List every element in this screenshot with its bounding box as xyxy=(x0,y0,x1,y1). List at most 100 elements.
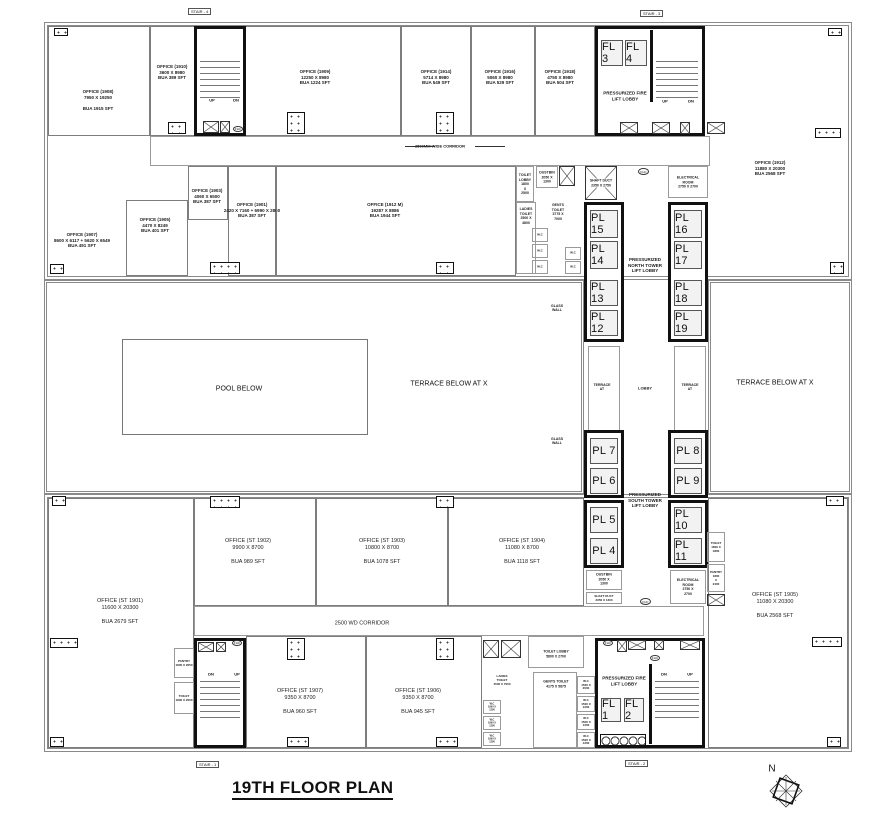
office-1912-east-label: OFFICE (1912) 11880 X 20300 BUA 2568 SFT xyxy=(754,159,786,176)
office-1918 xyxy=(535,26,595,136)
shaft xyxy=(680,640,700,650)
toilet-lobby-north xyxy=(516,166,534,202)
office-1905 xyxy=(126,200,188,276)
stair-2-dn: DN xyxy=(661,671,667,677)
stair-3-flight xyxy=(656,56,698,98)
fhc-tag: FHC xyxy=(603,640,613,646)
shaft xyxy=(483,640,499,658)
shaft-duct-south xyxy=(586,592,622,604)
lift-pl11: PL 11 xyxy=(674,538,702,564)
lift-pl17: PL 17 xyxy=(674,241,702,269)
column xyxy=(436,262,454,274)
shaft xyxy=(559,166,575,186)
terrace-small-right-label: TERRACE AT xyxy=(681,383,699,391)
shaft xyxy=(680,122,690,134)
lift-pl4: PL 4 xyxy=(590,538,618,564)
north-lift-lobby-label: PRESSURIZED NORTH TOWER LIFT LOBBY xyxy=(628,256,662,273)
office-st1906-label: OFFICE (ST 1906) 9350 X 8700 BUA 945 SFT xyxy=(394,688,442,715)
stair-4-dn: DN xyxy=(233,97,239,103)
lift-pl15: PL 15 xyxy=(590,210,618,238)
lobby-label: LOBBY xyxy=(638,385,652,391)
column xyxy=(830,262,844,274)
shaft-duct-north-label: SHAFT DUCT 2350 X 2750 xyxy=(589,178,613,188)
lift-pl14: PL 14 xyxy=(590,241,618,269)
office-1905-label: OFFICE (1905) 4470 X 8249 BUA 401 SFT xyxy=(139,216,171,233)
stair-4-up: UP xyxy=(209,97,215,103)
wc-label: W.C 1500 X 1200 xyxy=(581,715,591,727)
column xyxy=(436,638,454,660)
fhc-tag: FHC xyxy=(650,655,660,661)
shaft xyxy=(501,640,521,658)
office-st1906 xyxy=(366,636,482,748)
fhc-tag: FHC xyxy=(640,598,651,605)
toilet-east xyxy=(707,532,725,562)
lift-pl8: PL 8 xyxy=(674,438,702,464)
office-1903 xyxy=(188,166,228,220)
dustbin-south xyxy=(586,570,622,590)
column xyxy=(287,737,309,747)
column xyxy=(210,496,240,508)
shaft xyxy=(620,122,638,134)
lift-pl10: PL 10 xyxy=(674,507,702,533)
north-corridor xyxy=(150,136,710,166)
fire-lift-lobby-north: PRESSURIZED FIRE LIFT LOBBY xyxy=(603,90,647,102)
glass-wall-label: GLASS WALL xyxy=(550,437,564,445)
toilet-lobby-south-label: TOILET LOBBY 5800 X 2700 xyxy=(543,649,569,659)
fhc-tag: FHC xyxy=(232,640,242,646)
wc-label: W.C 1500 X 2000 xyxy=(581,678,591,690)
electrical-room-south xyxy=(670,570,706,604)
toilet-west xyxy=(174,682,194,714)
gents-toilet-south-label: GENTS TOILET 4175 X 5875 xyxy=(543,679,569,689)
shaft xyxy=(707,594,725,606)
pantry-east-label: PANTRY 1800 X 2400 xyxy=(710,570,722,586)
wc xyxy=(577,732,595,748)
terrace-left xyxy=(44,280,584,494)
toilet-west-label: TOILET 1800 X 2000 xyxy=(175,694,193,702)
corridor-arrow-left xyxy=(405,146,435,147)
column xyxy=(815,128,841,138)
office-1918-label: OFFICE (1918) 4750 X 8980 BUA 504 SFT xyxy=(544,68,576,85)
shaft-duct-south-label: SHAFT DUCT 2350 X 1300 xyxy=(594,594,614,602)
stair-3-divider xyxy=(650,30,653,102)
toilet-lobby-south xyxy=(528,636,584,668)
shaft xyxy=(628,640,646,650)
office-st1905-label: OFFICE (ST 1905) 11080 X 20300 BUA 2568 … xyxy=(751,592,799,619)
wc xyxy=(577,696,595,712)
stair-1-tag: STAIR - 1 xyxy=(196,761,220,768)
lift-pl13: PL 13 xyxy=(590,280,618,306)
office-1910-label: OFFICE (1910) 3600 X 8980 BUA 389 SFT xyxy=(156,63,188,80)
stair-2-tag: STAIR - 2 xyxy=(625,760,649,767)
dustbin-north-label: DUSTBIN 2050 X 1300 xyxy=(539,170,555,184)
office-st1907-label: OFFICE (ST 1907) 9350 X 8700 BUA 960 SFT xyxy=(276,688,324,715)
office-1909-label: OFFICE (1909) 12250 X 8980 BUA 1224 SFT xyxy=(299,68,331,85)
column xyxy=(52,496,66,506)
ladies-toilet-north-label: LADIES TOILET 2500 X 4800 xyxy=(519,207,533,225)
stair-1-up: UP xyxy=(234,671,240,677)
office-st1901-label: OFFICE (ST 1901) 11600 X 20300 BUA 2679 … xyxy=(96,598,144,625)
electrical-room-north-label: ELECTRICAL ROOM 2750 X 2700 xyxy=(676,175,700,189)
office-st1903 xyxy=(316,498,448,606)
stair-3-dn: DN xyxy=(688,98,694,104)
wc-label: W.C 1800 X 1200 xyxy=(488,718,496,728)
north-block-outline xyxy=(44,22,852,280)
column xyxy=(287,638,305,660)
office-st1901 xyxy=(48,498,194,748)
stair-4-flight xyxy=(200,56,240,98)
column xyxy=(826,496,844,506)
toilet-east-label: TOILET 1800 X 1800 xyxy=(710,541,722,553)
office-st1904-label: OFFICE (ST 1904) 11080 X 8700 BUA 1118 S… xyxy=(498,538,546,565)
column xyxy=(210,262,240,274)
shaft xyxy=(198,642,214,652)
fire-lift-fl2: FL 2 xyxy=(624,698,644,722)
office-st1905 xyxy=(708,498,848,748)
office-st1902-label: OFFICE (ST 1902) 9900 X 8700 BUA 989 SFT xyxy=(224,538,272,565)
electrical-room-north xyxy=(668,166,708,198)
lift-pl9: PL 9 xyxy=(674,468,702,494)
south-corridor-label: 2500 WD CORRIDOR xyxy=(334,620,390,627)
terrace-small-left-label: TERRACE AT xyxy=(593,383,611,391)
stair-3-up: UP xyxy=(662,98,668,104)
wc xyxy=(483,700,501,714)
south-lift-lobby-label: PRESSURIZED SOUTH TOWER LIFT LOBBY xyxy=(628,491,662,508)
lift-pl16: PL 16 xyxy=(674,210,702,238)
ladies-toilet-north xyxy=(516,202,536,274)
